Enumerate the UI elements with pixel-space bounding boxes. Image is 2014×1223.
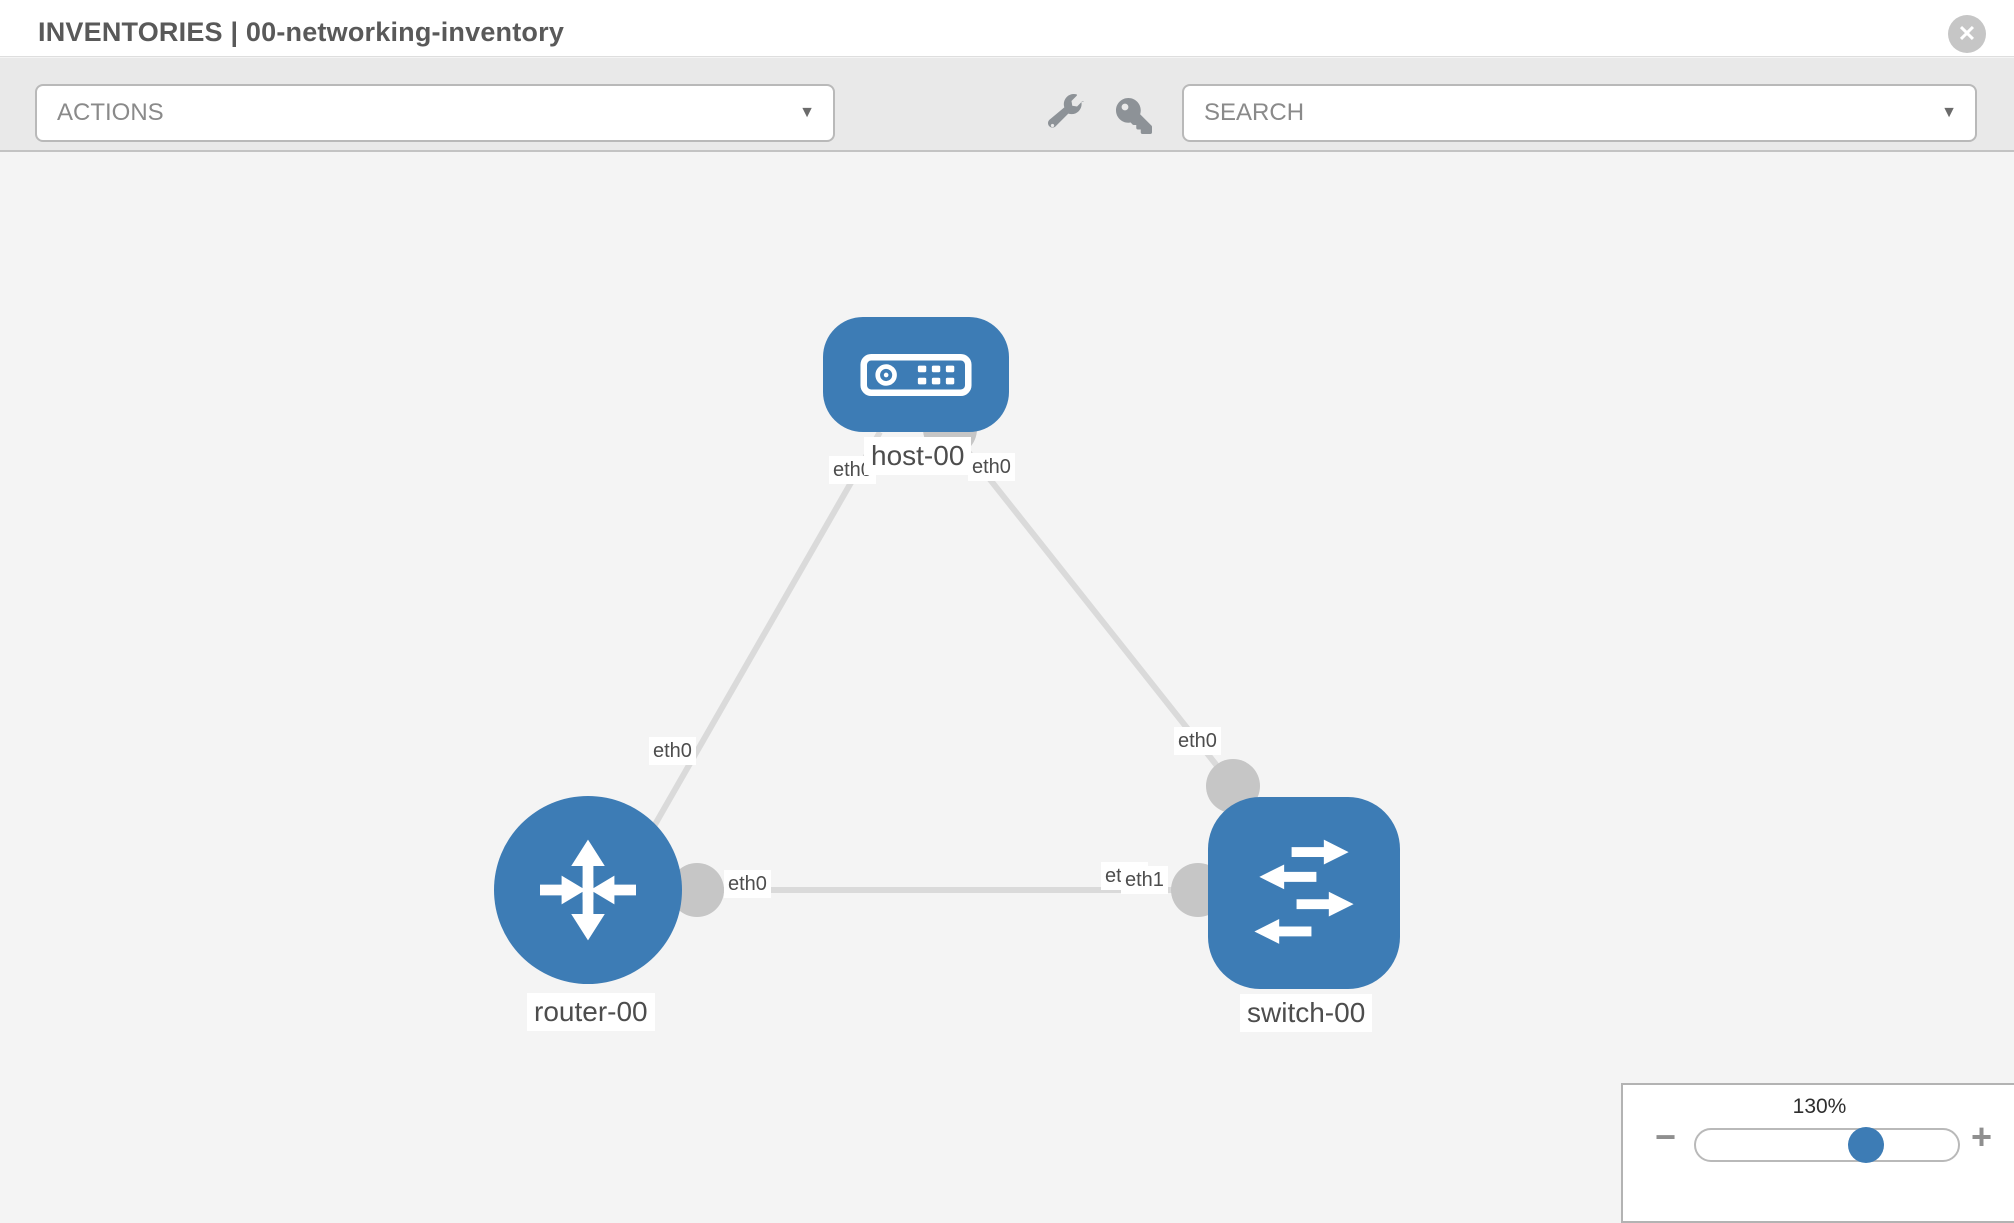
caret-down-icon: ▼ [799,104,815,121]
node-switch-00[interactable] [1208,797,1400,989]
close-icon[interactable]: ✕ [1948,15,1986,53]
interface-label: eth0 [1174,727,1221,755]
node-label-switch-00: switch-00 [1240,994,1373,1032]
switch-icon [1254,839,1354,944]
interface-label: eth1 [1121,866,1168,894]
panel-header: INVENTORIES | 00-networking-inventory ✕ [0,0,2014,57]
caret-down-icon: ▼ [1941,104,1957,121]
search-dropdown[interactable]: SEARCH ▼ [1182,84,1977,142]
zoom-slider-handle[interactable] [1848,1127,1884,1163]
zoom-out-button[interactable]: − [1655,1116,1677,1157]
node-host-00[interactable] [823,317,1009,432]
search-dropdown-label: SEARCH [1204,99,1305,126]
node-label-host-00: host-00 [864,437,972,475]
interface-label: eth0 [968,453,1015,481]
toolbar: ACTIONS ▼ SEARCH ▼ [0,58,2014,152]
actions-dropdown-label: ACTIONS [57,99,164,126]
wrench-icon[interactable] [1047,94,1084,130]
actions-dropdown[interactable]: ACTIONS ▼ [35,84,835,142]
interface-label: eth0 [724,870,771,898]
link-host-router[interactable] [642,430,883,844]
zoom-in-button[interactable]: + [1971,1116,1993,1157]
zoom-level-value: 130% [1792,1095,1847,1118]
node-label-router-00: router-00 [527,993,655,1031]
topology-canvas[interactable]: eth0 host-00 eth0 eth0 eth0 eth0 eth0 et… [0,152,2014,1200]
connector-dot[interactable] [670,863,724,917]
zoom-slider[interactable] [1694,1127,1960,1163]
zoom-widget: 130% − + [1621,1083,2014,1223]
page-title: INVENTORIES | 00-networking-inventory [38,17,565,47]
links-layer [642,402,1260,917]
key-icon[interactable] [1116,98,1152,134]
router-icon [540,839,636,941]
node-router-00[interactable] [494,796,682,984]
link-host-switch[interactable] [947,427,1236,788]
interface-label: eth0 [649,737,696,765]
host-icon [860,353,972,396]
